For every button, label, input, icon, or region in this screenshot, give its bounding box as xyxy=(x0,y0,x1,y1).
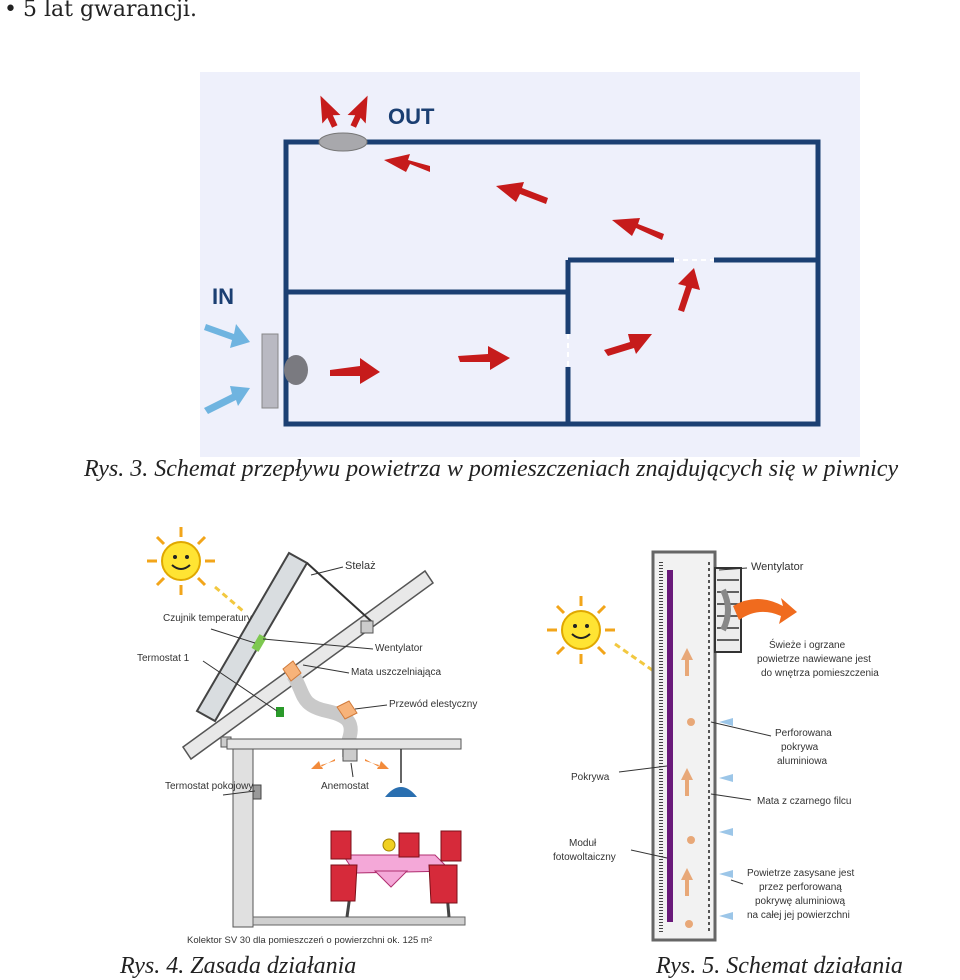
sunlight-rays xyxy=(214,585,244,613)
label-wentylator: Wentylator xyxy=(751,561,804,573)
out-arrows xyxy=(320,95,368,128)
label-perforowana-pokrywa: Perforowana pokrywa aluminiowa xyxy=(775,728,832,767)
sun-icon xyxy=(547,596,615,664)
svg-text:na całej jej powierzchni: na całej jej powierzchni xyxy=(747,910,850,921)
label-modul-fotowoltaiczny: Moduł fotowoltaiczny xyxy=(553,838,616,863)
building-walls xyxy=(283,139,821,427)
figure-4-solar-collector-diagram: Stelaż Czujnik temperatury Termostat 1 W… xyxy=(137,527,477,946)
svg-text:powietrze nawiewane jest: powietrze nawiewane jest xyxy=(757,654,871,665)
figure-4-caption: Rys. 4. Zasada działania xyxy=(120,953,357,979)
lamp-icon xyxy=(385,787,417,797)
label-wentylator: Wentylator xyxy=(375,643,423,654)
figure-3-caption: Rys. 3. Schemat przepływu powietrza w po… xyxy=(84,456,899,482)
svg-text:pokrywę aluminiową: pokrywę aluminiową xyxy=(755,896,845,907)
floor xyxy=(252,916,466,926)
sun-icon xyxy=(147,527,215,595)
figure-5-collector-cross-section: Wentylator Świeże i ogrzane powietrze na… xyxy=(547,550,879,942)
temperature-sensor xyxy=(251,634,267,652)
svg-text:Świeże i ogrzane: Świeże i ogrzane xyxy=(769,638,846,651)
svg-text:pokrywa: pokrywa xyxy=(781,742,819,753)
inlet-fan xyxy=(284,355,308,385)
sunlight-rays xyxy=(614,642,656,674)
inlet-unit xyxy=(261,333,279,409)
thermostat-1 xyxy=(276,707,284,717)
label-mata: Mata uszczelniająca xyxy=(351,667,441,678)
svg-text:przez perforowaną: przez perforowaną xyxy=(759,882,842,893)
room-thermostat xyxy=(252,784,262,800)
internal-airflow-arrows xyxy=(681,648,695,928)
open-doorways xyxy=(567,259,714,367)
label-stelaz: Stelaż xyxy=(345,560,376,572)
in-label: IN xyxy=(212,284,234,309)
inflow-arrows xyxy=(204,324,250,414)
photovoltaic-module xyxy=(667,570,673,922)
svg-text:Moduł: Moduł xyxy=(569,838,597,849)
bullet-item: •5 lat gwarancji. xyxy=(4,0,197,22)
svg-text:aluminiowa: aluminiowa xyxy=(777,756,827,767)
label-leader-lines xyxy=(202,566,388,796)
air-outlet-arrows xyxy=(311,759,389,769)
label-przewod: Przewód elestyczny xyxy=(389,699,477,710)
svg-text:Perforowana: Perforowana xyxy=(775,728,832,739)
label-leader-lines xyxy=(618,567,772,885)
roof-beam xyxy=(181,569,435,761)
airflow-arrows xyxy=(330,154,700,384)
svg-text:fotowoltaiczny: fotowoltaiczny xyxy=(553,852,616,863)
table-and-chairs xyxy=(330,830,462,918)
figure-3-background xyxy=(200,72,860,457)
anemostat xyxy=(342,748,358,762)
label-termostat-pokojowy: Termostat pokojowy xyxy=(165,781,253,792)
label-czujnik: Czujnik temperatury xyxy=(163,613,252,624)
svg-text:do wnętrza pomieszczenia: do wnętrza pomieszczenia xyxy=(761,668,879,679)
figure-5-caption: Rys. 5. Schemat działania xyxy=(656,953,903,979)
label-anemostat: Anemostat xyxy=(321,781,369,792)
label-kolektor: Kolektor SV 30 dla pomieszczeń o powierz… xyxy=(187,935,432,946)
warm-air-arrow xyxy=(733,598,797,624)
figure-3-airflow-diagram: OUT IN xyxy=(200,72,860,457)
collector-panel xyxy=(195,551,309,723)
outlet-vent xyxy=(318,132,368,152)
label-pokrywa: Pokrywa xyxy=(571,772,610,783)
label-mata: Mata z czarnego filcu xyxy=(757,796,852,807)
out-label: OUT xyxy=(388,104,435,129)
bullet-dot: • xyxy=(4,0,17,22)
wall xyxy=(232,748,254,928)
bullet-text: 5 lat gwarancji. xyxy=(22,0,197,22)
intake-arrows xyxy=(719,718,733,920)
ceiling xyxy=(226,738,462,750)
flexible-duct xyxy=(286,671,358,757)
label-termostat-1: Termostat 1 xyxy=(137,653,190,664)
svg-text:Powietrze zasysane jest: Powietrze zasysane jest xyxy=(747,868,854,879)
label-swieze-powietrze: Świeże i ogrzane powietrze nawiewane jes… xyxy=(757,638,879,679)
label-powietrze-zasysane: Powietrze zasysane jest przez perforowan… xyxy=(747,868,854,921)
fan-unit xyxy=(282,660,302,682)
